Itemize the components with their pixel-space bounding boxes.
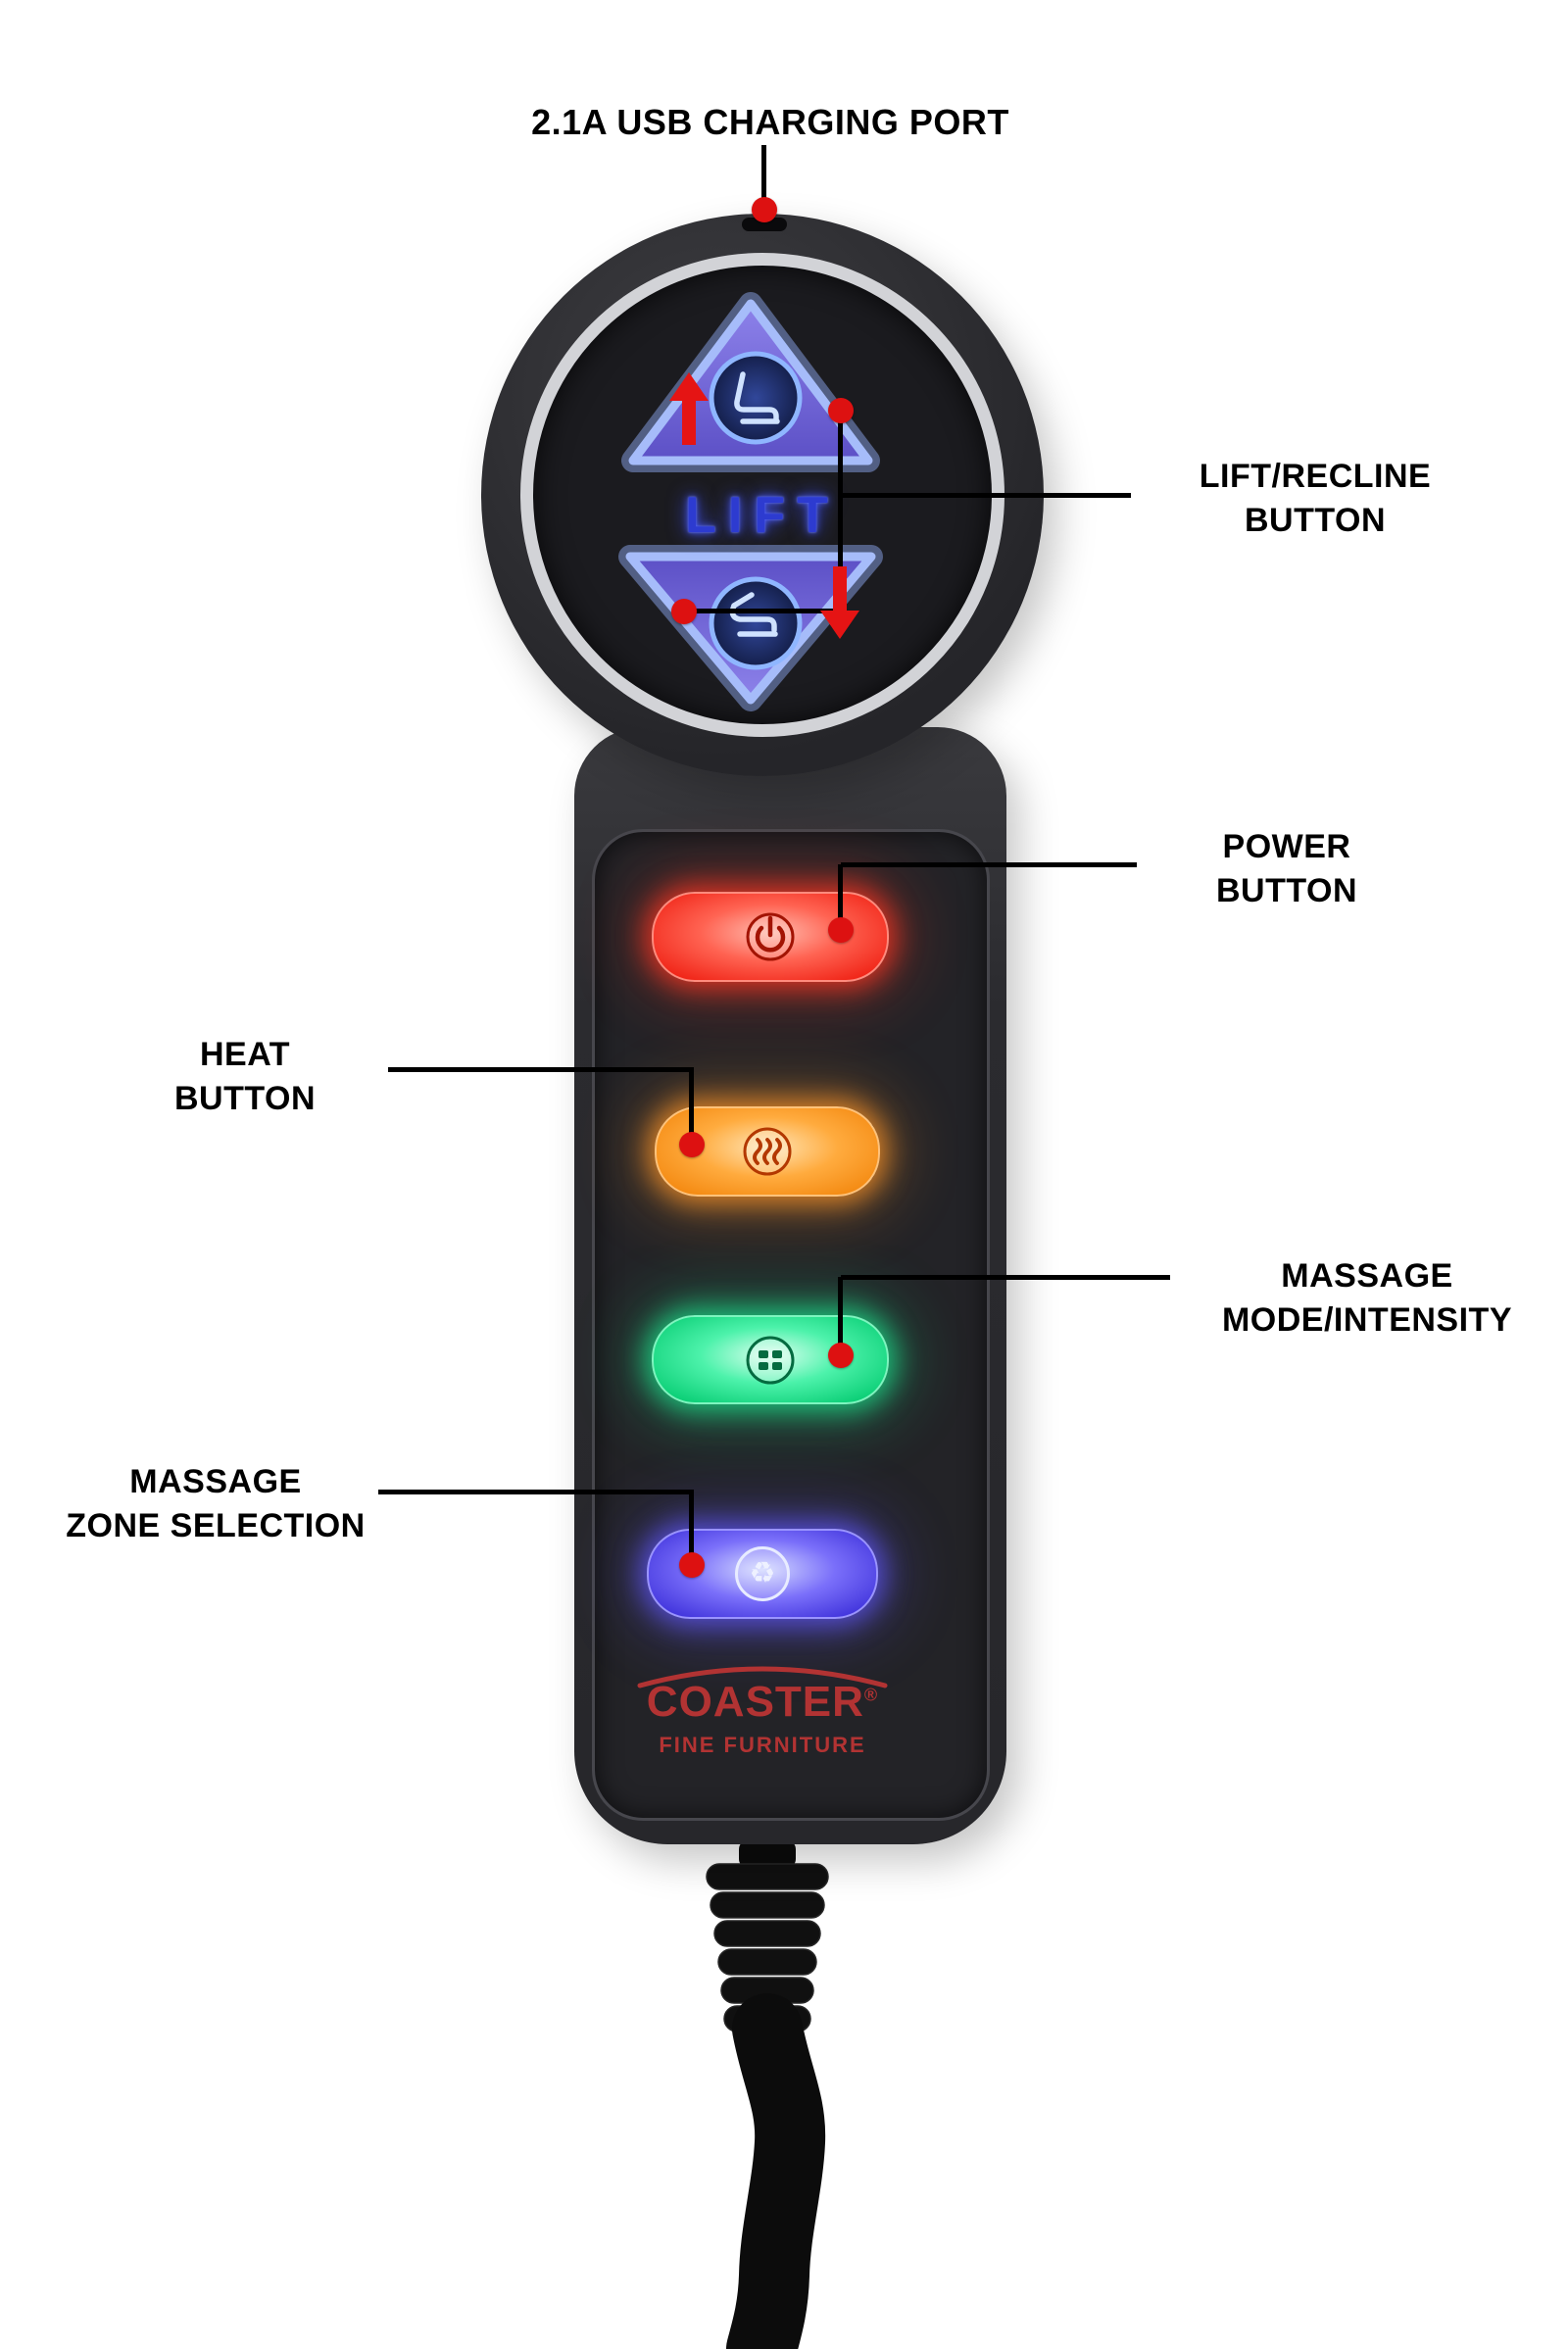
heat-callout-label: HEAT BUTTON <box>118 1033 372 1121</box>
callout-line-zone-horizontal <box>378 1490 694 1494</box>
callout-dot-heat <box>679 1132 705 1157</box>
massage-zone-callout-label: MASSAGE ZONE SELECTION <box>59 1460 372 1548</box>
callout-line-mode-vertical <box>838 1277 843 1358</box>
callout-line-lift-horizontal <box>841 493 1131 498</box>
up-arrow-icon <box>669 372 709 445</box>
label-line: MODE/INTENSITY <box>1221 1301 1513 1339</box>
down-arrow-icon <box>820 566 859 639</box>
callout-line-lift-vertical <box>838 411 843 613</box>
label-line: POWER <box>1222 828 1351 865</box>
heat-waves-icon <box>743 1127 792 1176</box>
registered-mark: ® <box>863 1685 879 1705</box>
callout-line-power-vertical <box>838 864 843 933</box>
callout-line-zone-vertical <box>689 1490 694 1568</box>
callout-dot-usb <box>752 197 777 222</box>
brand-name: COASTER <box>646 1678 864 1726</box>
label-line: MASSAGE <box>1281 1257 1453 1295</box>
brand-tagline: FINE FURNITURE <box>659 1733 866 1757</box>
callout-dot-power <box>828 917 854 943</box>
power-callout-label: POWER BUTTON <box>1145 825 1429 913</box>
brand-logo: COASTER® <box>615 1678 909 1727</box>
brand-arc <box>637 1666 888 1688</box>
callout-line-heat-horizontal <box>388 1067 694 1072</box>
callout-dot-zone <box>679 1552 705 1578</box>
label-line: BUTTON <box>173 1080 317 1117</box>
chair-up-icon <box>734 371 780 424</box>
cycle-icon: ♻ <box>735 1546 790 1601</box>
label-line: MASSAGE <box>129 1463 302 1500</box>
callout-line-heat-vertical <box>689 1067 694 1148</box>
power-icon <box>746 912 795 961</box>
label-line: 2.1A USB CHARGING PORT <box>531 102 1009 142</box>
lift-label: LIFT <box>685 487 840 544</box>
usb-charging-port[interactable] <box>742 218 787 231</box>
massage-mode-callout-label: MASSAGE MODE/INTENSITY <box>1176 1254 1558 1343</box>
callout-dot-mode <box>828 1343 854 1368</box>
massage-rollers-icon <box>746 1336 795 1384</box>
label-line: ZONE SELECTION <box>66 1507 366 1544</box>
cycle-glyph: ♻ <box>749 1557 776 1590</box>
callout-line-power-horizontal <box>841 862 1137 867</box>
callout-dot-lift-down <box>671 599 697 624</box>
lift-down-button[interactable] <box>618 545 883 711</box>
usb-port-callout-label: 2.1A USB CHARGING PORT <box>378 100 1162 144</box>
cable-connector <box>739 1840 796 1868</box>
cable-cord <box>726 1993 826 2349</box>
label-line: HEAT <box>199 1036 291 1073</box>
lift-callout-label: LIFT/RECLINE BUTTON <box>1139 455 1492 543</box>
callout-line-lift-branch <box>684 609 841 613</box>
callout-line-mode-horizontal <box>841 1275 1170 1280</box>
power-button[interactable] <box>652 892 889 982</box>
power-cable <box>706 1840 829 2349</box>
massage-mode-button[interactable] <box>652 1315 889 1404</box>
callout-dot-lift-up <box>828 398 854 423</box>
label-line: BUTTON <box>1215 872 1358 909</box>
callout-line-usb <box>761 145 766 200</box>
label-line: BUTTON <box>1244 502 1387 539</box>
massage-zone-button[interactable]: ♻ <box>647 1529 878 1619</box>
label-line: LIFT/RECLINE <box>1199 458 1432 495</box>
